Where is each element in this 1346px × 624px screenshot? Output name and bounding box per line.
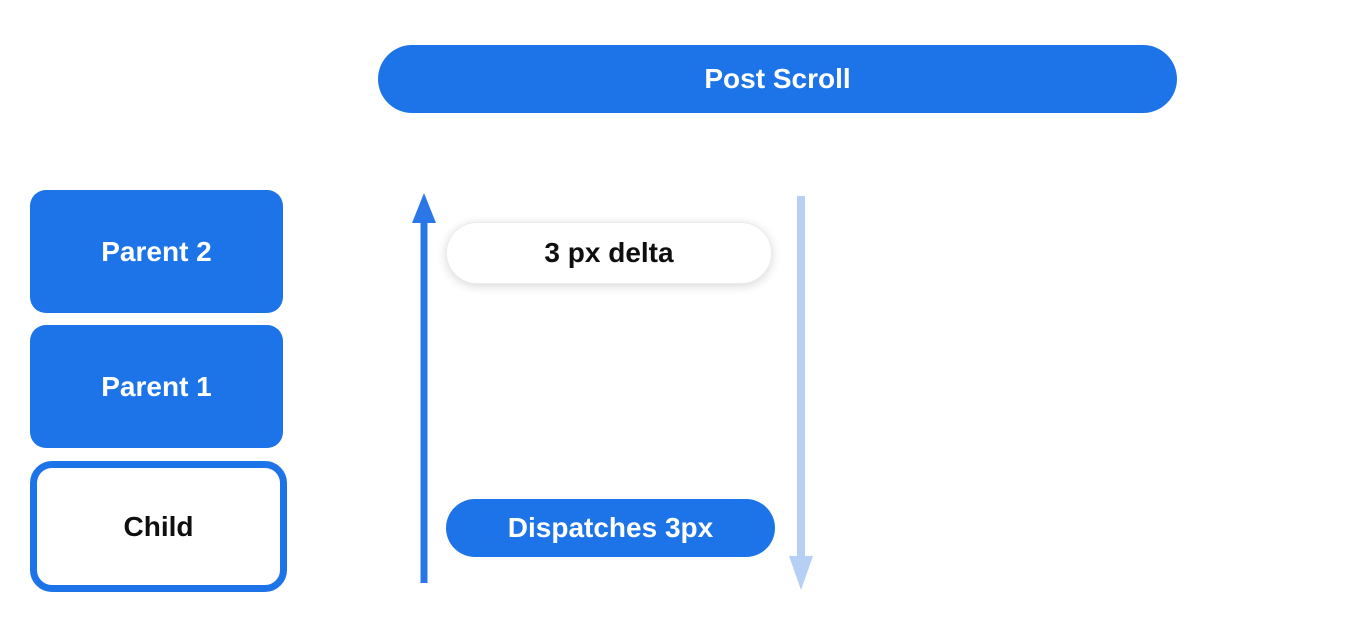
- dispatch-pill: Dispatches 3px: [446, 499, 775, 557]
- delta-pill: 3 px delta: [446, 222, 772, 284]
- parent-2-box: Parent 2: [30, 190, 283, 313]
- child-label: Child: [123, 510, 194, 542]
- parent-1-label: Parent 1: [101, 370, 212, 402]
- parent-1-box: Parent 1: [30, 325, 283, 448]
- post-scroll-label: Post Scroll: [704, 63, 851, 94]
- up-arrow-icon: [412, 193, 436, 583]
- delta-pill-label: 3 px delta: [544, 237, 674, 268]
- child-box: Child: [30, 461, 287, 592]
- post-scroll-pill: Post Scroll: [378, 45, 1177, 113]
- parent-2-label: Parent 2: [101, 235, 212, 267]
- down-arrow-icon: [789, 196, 813, 590]
- dispatch-pill-label: Dispatches 3px: [507, 512, 714, 543]
